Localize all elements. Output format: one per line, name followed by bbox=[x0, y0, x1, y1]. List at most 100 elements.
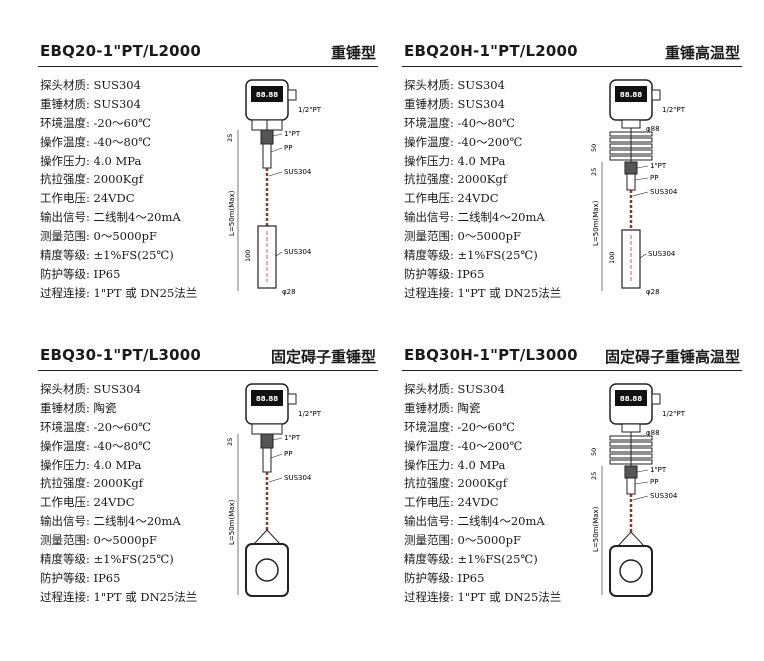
spec-operating-temp: 操作温度: -40～200℃ bbox=[404, 134, 523, 149]
spec-connection: 过程连接: 1"PT 或 DN25法兰 bbox=[40, 589, 198, 604]
probe-drawing: 88.88 1/2"PT φ88 50 1"PT 25 PP SUS304 bbox=[588, 380, 738, 602]
length-label: L=50m(Max) bbox=[228, 499, 236, 545]
spec-weight-material: 重锤材质: SUS304 bbox=[404, 96, 505, 111]
panel-ebq20h: EBQ20H-1"PT/L2000 重锤高温型 探头材质: SUS304 重锤材… bbox=[402, 36, 742, 316]
sleeve-label: PP bbox=[650, 478, 658, 486]
spec-accuracy: 精度等级: ±1%FS(25℃) bbox=[404, 552, 538, 567]
display-readout: 88.88 bbox=[620, 395, 642, 403]
spec-weight-material: 重锤材质: SUS304 bbox=[40, 96, 141, 111]
spec-voltage: 工作电压: 24VDC bbox=[40, 495, 135, 510]
spec-operating-pressure: 操作压力: 4.0 MPa bbox=[40, 457, 142, 472]
model-code: EBQ20H-1"PT/L2000 bbox=[404, 42, 578, 60]
spec-protection: 防护等级: IP65 bbox=[404, 570, 485, 585]
display-readout: 88.88 bbox=[256, 91, 278, 99]
spec-tensile-strength: 抗拉强度: 2000Kgf bbox=[40, 172, 144, 187]
spec-list: 探头材质: SUS304 重锤材质: 陶瓷 环境温度: -20～60℃ 操作温度… bbox=[40, 380, 197, 607]
panel-ebq20: EBQ20-1"PT/L2000 重锤型 探头材质: SUS304 重锤材质: … bbox=[38, 36, 378, 316]
spec-ambient-temp: 环境温度: -20～60℃ bbox=[40, 115, 152, 130]
spec-output-signal: 输出信号: 二线制4～20mA bbox=[40, 210, 181, 225]
sleeve-label: PP bbox=[284, 450, 292, 458]
spec-output-signal: 输出信号: 二线制4～20mA bbox=[404, 514, 545, 529]
spec-probe-material: 探头材质: SUS304 bbox=[404, 382, 505, 396]
dim-weight: 100 bbox=[244, 250, 252, 262]
spec-output-signal: 输出信号: 二线制4～20mA bbox=[404, 210, 545, 225]
spec-range: 测量范围: 0～5000pF bbox=[404, 229, 521, 244]
spec-ambient-temp: 环境温度: -20～60℃ bbox=[404, 419, 516, 434]
model-code: EBQ30-1"PT/L3000 bbox=[40, 346, 201, 364]
thread-label: 1"PT bbox=[650, 466, 667, 474]
spec-range: 测量范围: 0～5000pF bbox=[40, 533, 157, 548]
weight-material-label: SUS304 bbox=[284, 248, 312, 256]
conduit-label: 1/2"PT bbox=[298, 410, 322, 418]
spec-list: 探头材质: SUS304 重锤材质: SUS304 环境温度: -20～60℃ … bbox=[40, 76, 197, 303]
spec-operating-pressure: 操作压力: 4.0 MPa bbox=[40, 153, 142, 168]
spec-tensile-strength: 抗拉强度: 2000Kgf bbox=[404, 172, 508, 187]
spec-connection: 过程连接: 1"PT 或 DN25法兰 bbox=[40, 285, 198, 300]
spec-tensile-strength: 抗拉强度: 2000Kgf bbox=[404, 476, 508, 491]
spec-operating-pressure: 操作压力: 4.0 MPa bbox=[404, 457, 506, 472]
spec-connection: 过程连接: 1"PT 或 DN25法兰 bbox=[404, 285, 562, 300]
conduit-label: 1/2"PT bbox=[662, 106, 686, 114]
model-type: 固定碍子重锤型 bbox=[270, 348, 376, 366]
panel-ebq30h: EBQ30H-1"PT/L3000 固定碍子重锤高温型 探头材质: SUS304… bbox=[402, 340, 742, 620]
model-code: EBQ20-1"PT/L2000 bbox=[40, 42, 201, 60]
rope-label: SUS304 bbox=[284, 474, 312, 482]
model-code: EBQ30H-1"PT/L3000 bbox=[404, 346, 578, 364]
spec-connection: 过程连接: 1"PT 或 DN25法兰 bbox=[404, 589, 562, 604]
fins-label: φ88 bbox=[646, 429, 660, 437]
diameter-label: φ28 bbox=[646, 288, 660, 296]
spec-protection: 防护等级: IP65 bbox=[40, 266, 121, 281]
weight-material-label: SUS304 bbox=[648, 250, 676, 258]
sleeve-label: PP bbox=[650, 174, 658, 182]
panel-header: EBQ30-1"PT/L3000 固定碍子重锤型 bbox=[38, 340, 378, 371]
length-label: L=50m(Max) bbox=[592, 200, 600, 246]
thread-label: 1"PT bbox=[284, 434, 301, 442]
dim-top: 25 bbox=[590, 168, 598, 176]
spec-list: 探头材质: SUS304 重锤材质: SUS304 环境温度: -40～80℃ … bbox=[404, 76, 561, 303]
spec-weight-material: 重锤材质: 陶瓷 bbox=[40, 400, 117, 415]
panel-header: EBQ30H-1"PT/L3000 固定碍子重锤高温型 bbox=[402, 340, 742, 371]
dim-fins: 50 bbox=[590, 448, 598, 456]
spec-ambient-temp: 环境温度: -40～80℃ bbox=[404, 115, 516, 130]
dim-fins: 50 bbox=[590, 144, 598, 152]
spec-probe-material: 探头材质: SUS304 bbox=[40, 382, 141, 396]
spec-voltage: 工作电压: 24VDC bbox=[404, 191, 499, 206]
spec-probe-material: 探头材质: SUS304 bbox=[404, 78, 505, 92]
spec-tensile-strength: 抗拉强度: 2000Kgf bbox=[40, 476, 144, 491]
sleeve-label: PP bbox=[284, 144, 292, 152]
spec-operating-temp: 操作温度: -40～80℃ bbox=[40, 134, 152, 149]
conduit-label: 1/2"PT bbox=[662, 410, 686, 418]
conduit-label: 1/2"PT bbox=[298, 106, 322, 114]
length-label: L=50m(Max) bbox=[592, 506, 600, 552]
dim-top: 25 bbox=[226, 134, 234, 142]
spec-list: 探头材质: SUS304 重锤材质: 陶瓷 环境温度: -20～60℃ 操作温度… bbox=[404, 380, 561, 607]
diameter-label: φ28 bbox=[282, 288, 296, 296]
rope-label: SUS304 bbox=[284, 168, 312, 176]
spec-output-signal: 输出信号: 二线制4～20mA bbox=[40, 514, 181, 529]
spec-protection: 防护等级: IP65 bbox=[404, 266, 485, 281]
probe-drawing: 88.88 1/2"PT 1"PT 25 PP SUS304 L=50m(Max… bbox=[224, 76, 374, 298]
panel-header: EBQ20-1"PT/L2000 重锤型 bbox=[38, 36, 378, 67]
model-type: 重锤高温型 bbox=[664, 44, 740, 62]
model-type: 重锤型 bbox=[330, 44, 376, 62]
spec-protection: 防护等级: IP65 bbox=[40, 570, 121, 585]
thread-label: 1"PT bbox=[284, 130, 301, 138]
spec-range: 测量范围: 0～5000pF bbox=[404, 533, 521, 548]
dim-top: 25 bbox=[590, 472, 598, 480]
spec-voltage: 工作电压: 24VDC bbox=[40, 191, 135, 206]
spec-operating-temp: 操作温度: -40～80℃ bbox=[40, 438, 152, 453]
thread-label: 1"PT bbox=[650, 162, 667, 170]
spec-voltage: 工作电压: 24VDC bbox=[404, 495, 499, 510]
spec-accuracy: 精度等级: ±1%FS(25℃) bbox=[404, 248, 538, 263]
rope-label: SUS304 bbox=[650, 188, 678, 196]
spec-ambient-temp: 环境温度: -20～60℃ bbox=[40, 419, 152, 434]
spec-weight-material: 重锤材质: 陶瓷 bbox=[404, 400, 481, 415]
spec-operating-temp: 操作温度: -40～200℃ bbox=[404, 438, 523, 453]
spec-accuracy: 精度等级: ±1%FS(25℃) bbox=[40, 248, 174, 263]
probe-drawing: 88.88 1/2"PT 1"PT 25 PP SUS304 L=50m(Max… bbox=[224, 380, 374, 602]
panel-header: EBQ20H-1"PT/L2000 重锤高温型 bbox=[402, 36, 742, 67]
display-readout: 88.88 bbox=[620, 91, 642, 99]
spec-range: 测量范围: 0～5000pF bbox=[40, 229, 157, 244]
dim-top: 25 bbox=[226, 438, 234, 446]
panel-ebq30: EBQ30-1"PT/L3000 固定碍子重锤型 探头材质: SUS304 重锤… bbox=[38, 340, 378, 620]
